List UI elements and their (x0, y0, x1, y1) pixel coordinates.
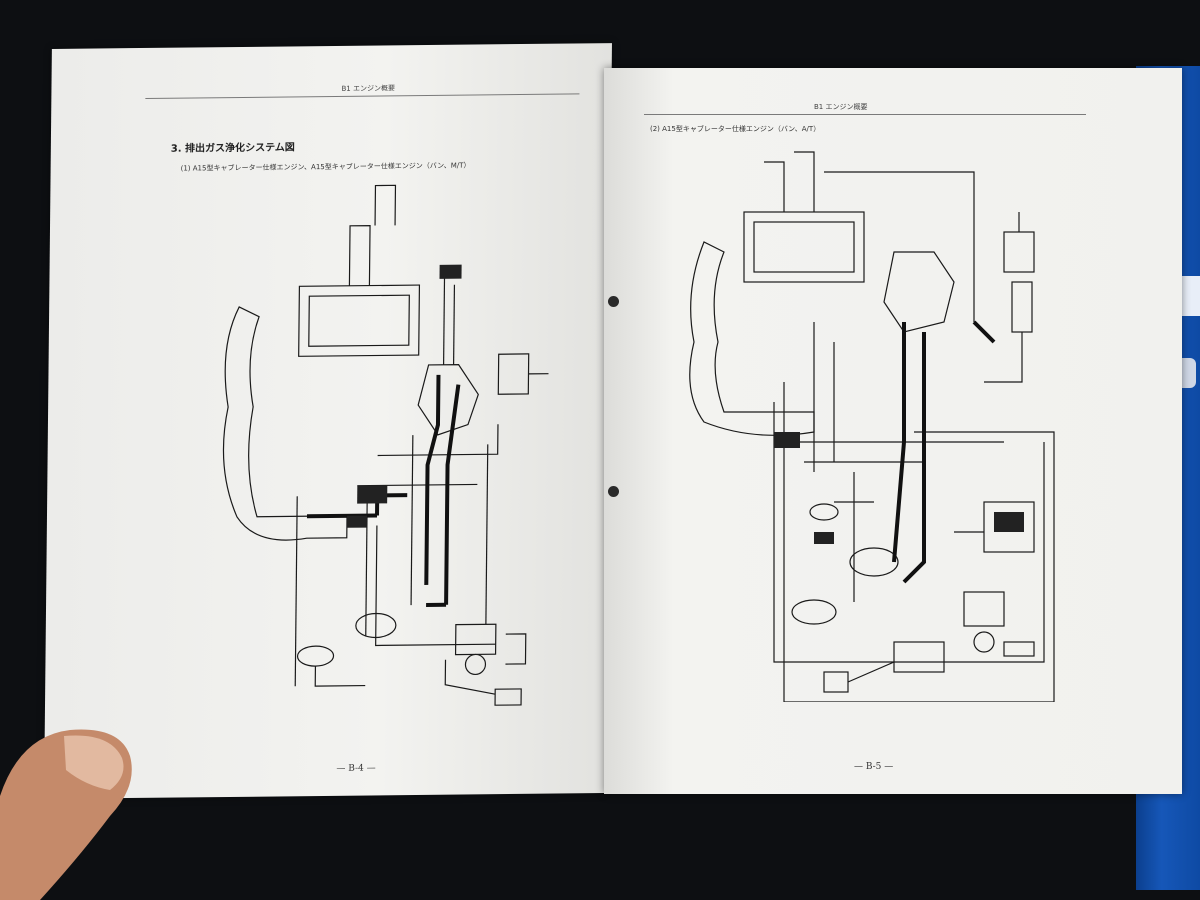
binder-hole-top (608, 296, 619, 307)
right-page: B1 エンジン概要 (2) A15型キャブレーター仕様エンジン（バン、A/T） (604, 68, 1182, 794)
left-header-rule (145, 93, 580, 99)
left-emission-diagram (222, 184, 549, 706)
right-page-number: — B-5 — (854, 762, 894, 772)
right-subtitle: (2) A15型キャブレーター仕様エンジン（バン、A/T） (650, 125, 821, 133)
right-page-header: B1 エンジン概要 (814, 103, 868, 111)
left-page: B1 エンジン概要 3. 排出ガス浄化システム図 (1) A15型キャブレーター… (44, 43, 612, 799)
binder-hole-bottom (608, 486, 619, 497)
right-header-rule (644, 114, 1086, 115)
left-page-header: B1 エンジン概要 (341, 84, 396, 93)
left-section-title: 3. 排出ガス浄化システム図 (170, 142, 295, 155)
left-page-number: — B-4 — (336, 763, 376, 774)
thumb-holding-page (0, 729, 132, 900)
right-emission-diagram (689, 151, 1055, 702)
